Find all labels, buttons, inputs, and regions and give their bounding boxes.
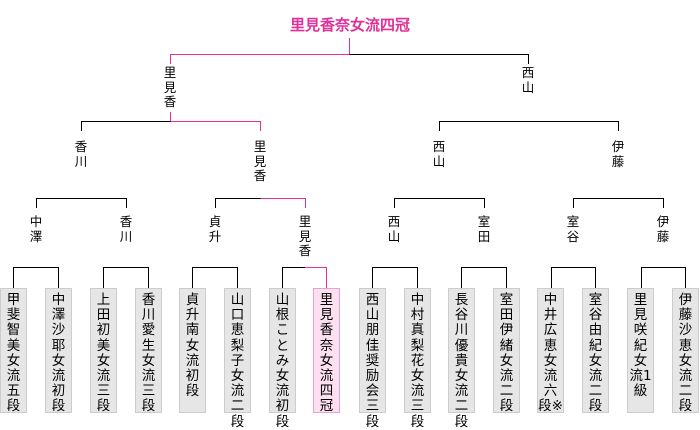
player-name: 室田伊緒女流二段 [499, 292, 514, 415]
qf4-right-label: 伊藤 [656, 214, 670, 244]
player-box: 長谷川優貴女流二段 [448, 288, 475, 429]
player-box: 香川愛生女流三段 [135, 288, 162, 415]
champion-title: 里見香奈女流四冠 [289, 16, 410, 34]
final-right-label: 西山 [521, 65, 535, 95]
player-box: 貞升 南女流初段 [179, 288, 213, 413]
player-box: 伊藤沙恵女流二段 [672, 288, 699, 415]
player-box: 山口恵梨子女流二段 [224, 288, 251, 429]
player-name: 中井広恵女流六段※ [538, 292, 563, 415]
player-box: 西山朋佳奨励会三段 [359, 288, 386, 429]
player-name: 香川愛生女流三段 [141, 292, 156, 415]
player-name: 室谷由紀女流二段 [588, 292, 603, 415]
qf1-right-label: 香川 [119, 214, 133, 244]
player-box: 室谷由紀女流二段 [582, 288, 609, 415]
bracket-lines [13, 38, 686, 288]
player-name: 伊藤沙恵女流二段 [678, 292, 693, 415]
player-box-highlighted: 里見香奈女流四冠 [313, 288, 340, 415]
player-box: 里見咲紀女流1級 [627, 288, 654, 413]
player-name: 西山朋佳奨励会三段 [365, 292, 380, 430]
player-name: 山根ことみ女流初段 [275, 292, 290, 430]
final-left-label: 里見香 [163, 65, 177, 109]
player-box: 山根ことみ女流初段 [269, 288, 296, 429]
player-name: 里見咲紀女流1級 [629, 292, 652, 400]
qf2-left-label: 貞升 [208, 214, 222, 244]
player-name: 中澤沙耶女流初段 [51, 292, 66, 415]
sf1-right-label: 里見香 [253, 139, 267, 183]
player-box: 上田初美女流三段 [90, 288, 117, 415]
player-box: 甲斐智美女流五段 [0, 288, 27, 415]
sf2-left-label: 西山 [432, 139, 446, 169]
player-name: 中村真梨花女流三段 [410, 292, 425, 430]
player-box: 中村真梨花女流三段 [404, 288, 431, 429]
player-name: 貞升 南女流初段 [185, 292, 213, 400]
player-name: 山口恵梨子女流二段 [230, 292, 245, 430]
r1-brackets [13, 267, 686, 288]
player-name: 里見香奈女流四冠 [319, 292, 334, 415]
qf3-right-label: 室田 [477, 214, 491, 244]
sf2-right-label: 伊藤 [611, 139, 625, 169]
qf4-left-label: 室谷 [566, 214, 580, 244]
player-name: 甲斐智美女流五段 [6, 292, 21, 415]
qf3-left-label: 西山 [387, 214, 401, 244]
sf1-left-label: 香川 [74, 139, 88, 169]
player-box: 中井広恵女流六段※ [537, 288, 564, 415]
player-name: 長谷川優貴女流二段 [454, 292, 469, 430]
player-box: 室田伊緒女流二段 [493, 288, 520, 415]
player-name: 上田初美女流三段 [96, 292, 111, 415]
player-box: 中澤沙耶女流初段 [45, 288, 72, 415]
qf1-left-label: 中澤 [29, 214, 43, 244]
qf2-right-label: 里見香 [298, 214, 312, 258]
